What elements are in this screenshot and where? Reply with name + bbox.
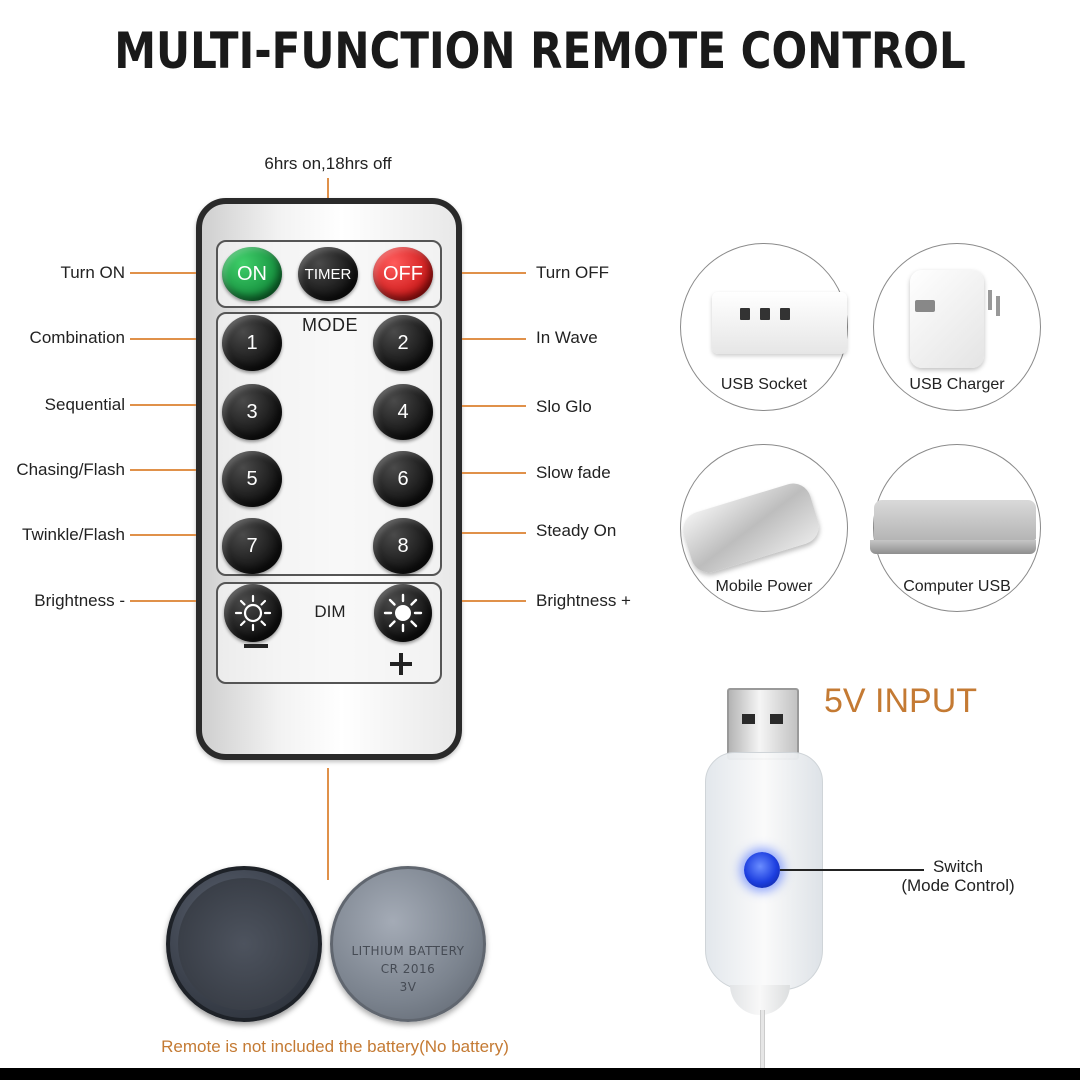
label-brightness-minus: Brightness -	[34, 591, 125, 610]
usb-plug-icon	[727, 688, 799, 760]
usb-controller-body	[705, 752, 823, 990]
brightness-down-button[interactable]	[224, 584, 282, 642]
usb-slot	[780, 308, 790, 320]
leader-slow-fade	[462, 472, 526, 474]
timer-note: 6hrs on,18hrs off	[264, 154, 392, 173]
leader-combination	[130, 338, 196, 340]
label-in-wave: In Wave	[536, 328, 598, 347]
timer-leader-line	[327, 178, 329, 200]
mobile-power-label: Mobile Power	[715, 578, 813, 595]
mode-button-5[interactable]: 5	[222, 451, 282, 507]
leader-brightness-plus	[462, 600, 526, 602]
input-voltage-label: 5V INPUT	[824, 682, 978, 720]
leader-slo-glo	[462, 405, 526, 407]
usb-socket-label: USB Socket	[720, 376, 808, 393]
label-slo-glo: Slo Glo	[536, 397, 592, 416]
label-twinkle-flash: Twinkle/Flash	[22, 525, 125, 544]
leader-in-wave	[462, 338, 526, 340]
charger-prong	[996, 296, 1000, 316]
leader-steady-on	[462, 532, 526, 534]
charger-port	[915, 300, 935, 312]
label-steady-on: Steady On	[536, 521, 617, 540]
usb-wire	[760, 1010, 765, 1070]
mode-button-1[interactable]: 1	[222, 315, 282, 371]
mode-button-8[interactable]: 8	[373, 518, 433, 574]
usb-charger-icon	[910, 270, 984, 368]
mode-button-2[interactable]: 2	[373, 315, 433, 371]
sun-bright-icon	[383, 593, 423, 633]
battery-imprint-1: LITHIUM BATTERY	[351, 944, 465, 958]
page-title: MULTI-FUNCTION REMOTE CONTROL	[114, 22, 966, 80]
brightness-up-button[interactable]	[374, 584, 432, 642]
usb-charger-label: USB Charger	[909, 376, 1005, 393]
laptop-icon	[874, 500, 1036, 540]
usb-plug-hole	[742, 714, 755, 724]
label-turn-on: Turn ON	[60, 263, 125, 282]
mode-button-4[interactable]: 4	[373, 384, 433, 440]
mode-button-6[interactable]: 6	[373, 451, 433, 507]
switch-label-line1: Switch	[932, 857, 984, 876]
label-slow-fade: Slow fade	[536, 463, 611, 482]
leader-sequential	[130, 404, 196, 406]
label-combination: Combination	[29, 328, 125, 347]
battery-imprint-2: CR 2016	[380, 962, 436, 976]
usb-slot	[760, 308, 770, 320]
label-sequential: Sequential	[44, 395, 125, 414]
dim-label: DIM	[314, 602, 346, 621]
label-chasing-flash: Chasing/Flash	[16, 460, 125, 479]
leader-chasing-flash	[130, 469, 196, 471]
usb-socket-icon	[712, 292, 847, 354]
label-brightness-plus: Brightness +	[536, 591, 631, 610]
off-button[interactable]: OFF	[373, 247, 433, 301]
battery-leader-line	[327, 768, 329, 880]
switch-label: Switch (Mode Control)	[893, 857, 1023, 895]
switch-leader-line	[780, 869, 924, 871]
mode-label: MODE	[302, 315, 358, 335]
laptop-base	[870, 540, 1036, 554]
leader-brightness-minus	[130, 600, 196, 602]
usb-slot	[740, 308, 750, 320]
leader-turn-off	[462, 272, 526, 274]
charger-prong	[988, 290, 992, 310]
timer-button[interactable]: TIMER	[298, 247, 358, 301]
battery-front-face	[178, 878, 310, 1010]
plus-sign	[390, 650, 420, 680]
sun-dim-icon	[234, 594, 272, 632]
computer-usb-label: Computer USB	[903, 578, 1011, 595]
switch-label-line2: (Mode Control)	[901, 876, 1015, 895]
leader-turn-on	[130, 272, 196, 274]
mode-button-3[interactable]: 3	[222, 384, 282, 440]
battery-back-icon	[330, 866, 486, 1022]
bottom-bar	[0, 1068, 1080, 1080]
usb-plug-hole	[770, 714, 783, 724]
leader-twinkle-flash	[130, 534, 196, 536]
minus-sign	[244, 644, 268, 648]
on-button[interactable]: ON	[222, 247, 282, 301]
label-turn-off: Turn OFF	[536, 263, 610, 282]
mode-button-7[interactable]: 7	[222, 518, 282, 574]
battery-imprint-3: 3V	[399, 980, 417, 994]
mode-switch-button[interactable]	[744, 852, 780, 888]
battery-note: Remote is not included the battery(No ba…	[161, 1037, 509, 1056]
